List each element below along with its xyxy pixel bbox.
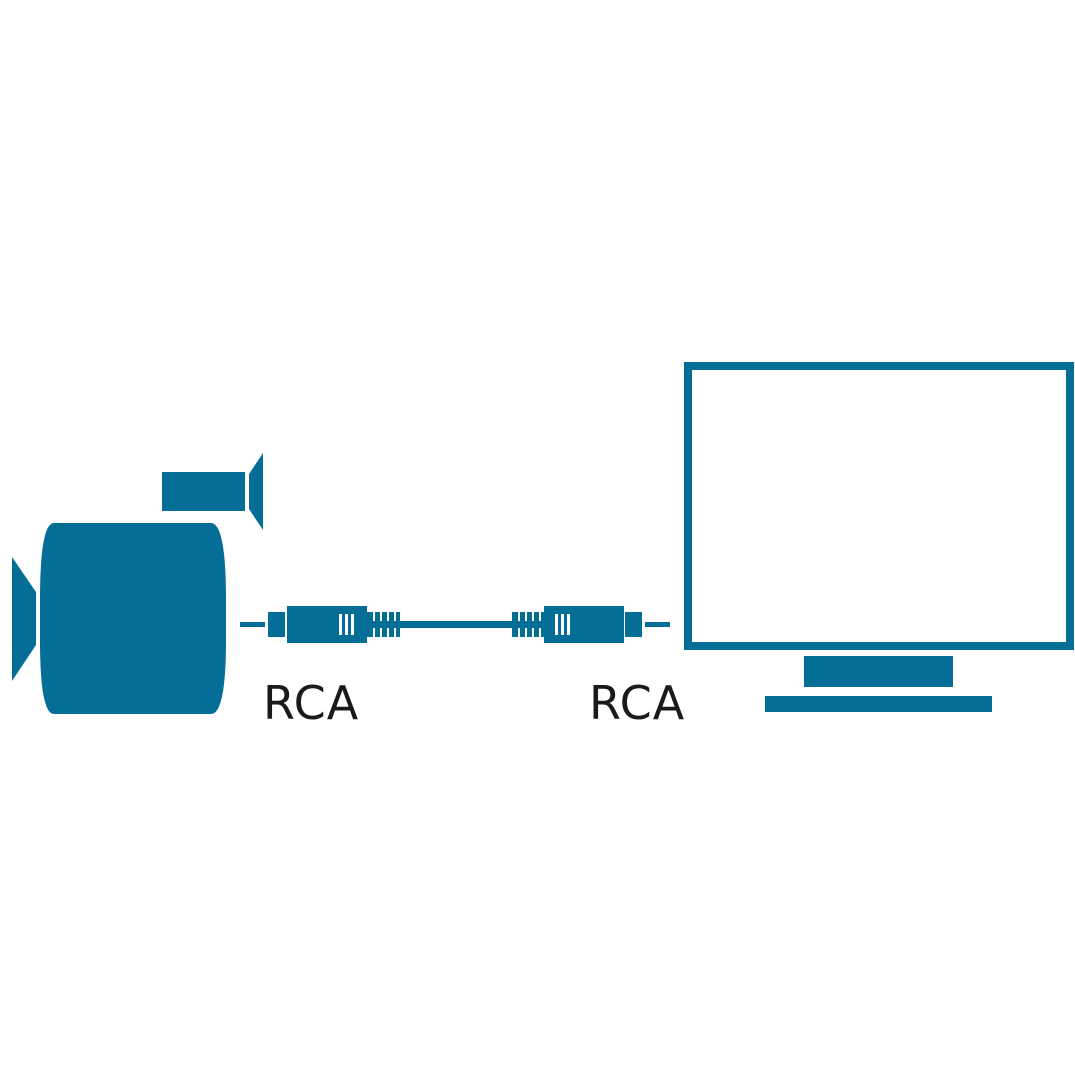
right-collar (625, 612, 642, 637)
monitor-icon (684, 362, 1074, 712)
rca-label-left: RCA (263, 676, 360, 730)
video-camera-icon (12, 453, 263, 714)
camera-lens-hood (249, 453, 263, 530)
left-plug-body (287, 606, 367, 643)
rca-label-right: RCA (589, 676, 686, 730)
cable-wire (398, 621, 514, 628)
right-pin (645, 622, 670, 627)
monitor-neck (804, 656, 953, 687)
left-collar (268, 612, 285, 637)
camera-rear-cap (12, 557, 36, 681)
monitor-screen (684, 362, 1074, 650)
left-pin (240, 622, 265, 627)
rca-cable (240, 606, 670, 643)
camera-viewfinder (162, 472, 245, 511)
monitor-base (765, 696, 992, 712)
connector-grip-details (339, 612, 570, 637)
camera-body (40, 523, 226, 714)
